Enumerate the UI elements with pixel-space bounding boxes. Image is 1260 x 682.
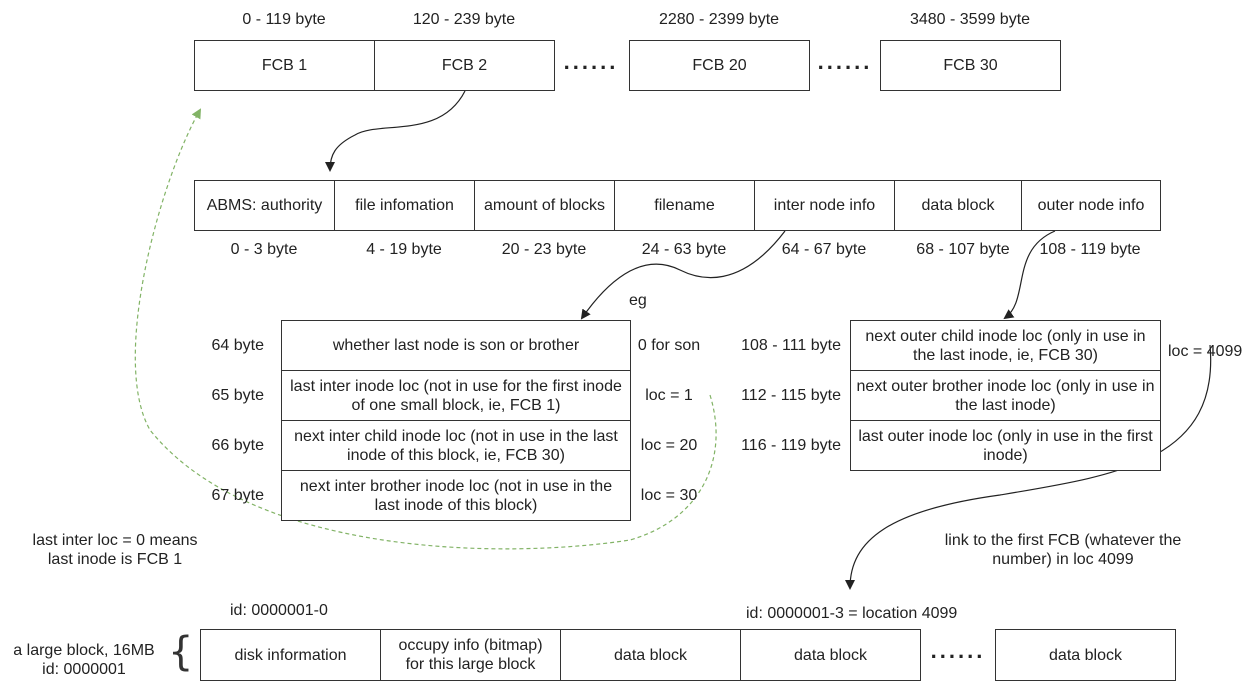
id-location: id: 0000001-3 = location 4099 bbox=[746, 605, 958, 622]
field-range-5: 68 - 107 byte bbox=[916, 241, 1010, 258]
inter-row-66: next inter child inode loc (not in use i… bbox=[281, 420, 631, 471]
large-cell-data-block-3: data block bbox=[995, 629, 1176, 681]
range-fcb20: 2280 - 2399 byte bbox=[658, 11, 780, 28]
inter-row-67: next inter brother inode loc (not in use… bbox=[281, 470, 631, 521]
inter-value-65: loc = 1 bbox=[645, 387, 693, 404]
inter-byte-66: 66 byte bbox=[211, 437, 264, 454]
ellipsis-bottom: ...... bbox=[930, 638, 986, 663]
fcb2-cell: FCB 2 bbox=[374, 40, 555, 91]
field-filename: filename bbox=[614, 180, 755, 231]
arrow-fcb2-to-fields bbox=[325, 90, 466, 172]
arrow-link-to-first-fcb bbox=[845, 344, 1212, 590]
inter-row-65: last inter inode loc (not in use for the… bbox=[281, 370, 631, 421]
fcb30-cell: FCB 30 bbox=[880, 40, 1061, 91]
dashed-arrow-last-inter-to-fcb1 bbox=[134, 108, 717, 550]
annotation-link-first-fcb: link to the first FCB (whatever the numb… bbox=[944, 532, 1182, 568]
field-range-1: 4 - 19 byte bbox=[366, 241, 442, 258]
field-range-3: 24 - 63 byte bbox=[641, 241, 727, 258]
field-range-2: 20 - 23 byte bbox=[501, 241, 587, 258]
fcb1-cell: FCB 1 bbox=[194, 40, 375, 91]
range-fcb30: 3480 - 3599 byte bbox=[909, 11, 1031, 28]
inter-value-64: 0 for son bbox=[637, 337, 701, 354]
range-fcb2: 120 - 239 byte bbox=[412, 11, 516, 28]
range-fcb1: 0 - 119 byte bbox=[242, 11, 326, 28]
large-block-label: a large block, 16MB id: 0000001 bbox=[13, 642, 155, 678]
large-cell-data-block-1: data block bbox=[560, 629, 741, 681]
outer-row-116: last outer inode loc (only in use in the… bbox=[850, 420, 1161, 471]
eg-label: eg bbox=[629, 292, 647, 309]
outer-row-112: next outer brother inode loc (only in us… bbox=[850, 370, 1161, 421]
outer-row-108: next outer child inode loc (only in use … bbox=[850, 320, 1161, 371]
outer-byte-108: 108 - 111 byte bbox=[741, 337, 841, 354]
outer-byte-112: 112 - 115 byte bbox=[741, 387, 841, 404]
inter-value-66: loc = 20 bbox=[640, 437, 698, 454]
field-authority: ABMS: authority bbox=[194, 180, 335, 231]
inter-byte-64: 64 byte bbox=[211, 337, 264, 354]
field-inter-node-info: inter node info bbox=[754, 180, 895, 231]
ellipsis-top-2: ...... bbox=[817, 49, 873, 74]
fcb20-cell: FCB 20 bbox=[629, 40, 810, 91]
large-cell-bitmap: occupy info (bitmap) for this large bloc… bbox=[380, 629, 561, 681]
inter-byte-67: 67 byte bbox=[211, 487, 264, 504]
id-first: id: 0000001-0 bbox=[230, 602, 328, 619]
ellipsis-top-1: ...... bbox=[563, 49, 619, 74]
field-outer-node-info: outer node info bbox=[1021, 180, 1161, 231]
inter-row-64: whether last node is son or brother bbox=[281, 320, 631, 371]
field-file-information: file infomation bbox=[334, 180, 475, 231]
outer-byte-116: 116 - 119 byte bbox=[741, 437, 841, 454]
field-amount-of-blocks: amount of blocks bbox=[474, 180, 615, 231]
field-range-6: 108 - 119 byte bbox=[1039, 241, 1141, 258]
arrow-inter-node-to-detail bbox=[580, 230, 786, 320]
field-data-block: data block bbox=[894, 180, 1022, 231]
inter-byte-65: 65 byte bbox=[211, 387, 264, 404]
field-range-0: 0 - 3 byte bbox=[230, 241, 298, 258]
large-cell-disk-info: disk information bbox=[200, 629, 381, 681]
arrow-outer-node-to-detail bbox=[1003, 230, 1056, 320]
large-cell-data-block-2: data block bbox=[740, 629, 921, 681]
inter-value-67: loc = 30 bbox=[640, 487, 698, 504]
field-range-4: 64 - 67 byte bbox=[781, 241, 867, 258]
brace-icon: { bbox=[168, 629, 194, 675]
annotation-last-inter: last inter loc = 0 means last inode is F… bbox=[32, 532, 198, 568]
outer-value: loc = 4099 bbox=[1168, 343, 1243, 360]
